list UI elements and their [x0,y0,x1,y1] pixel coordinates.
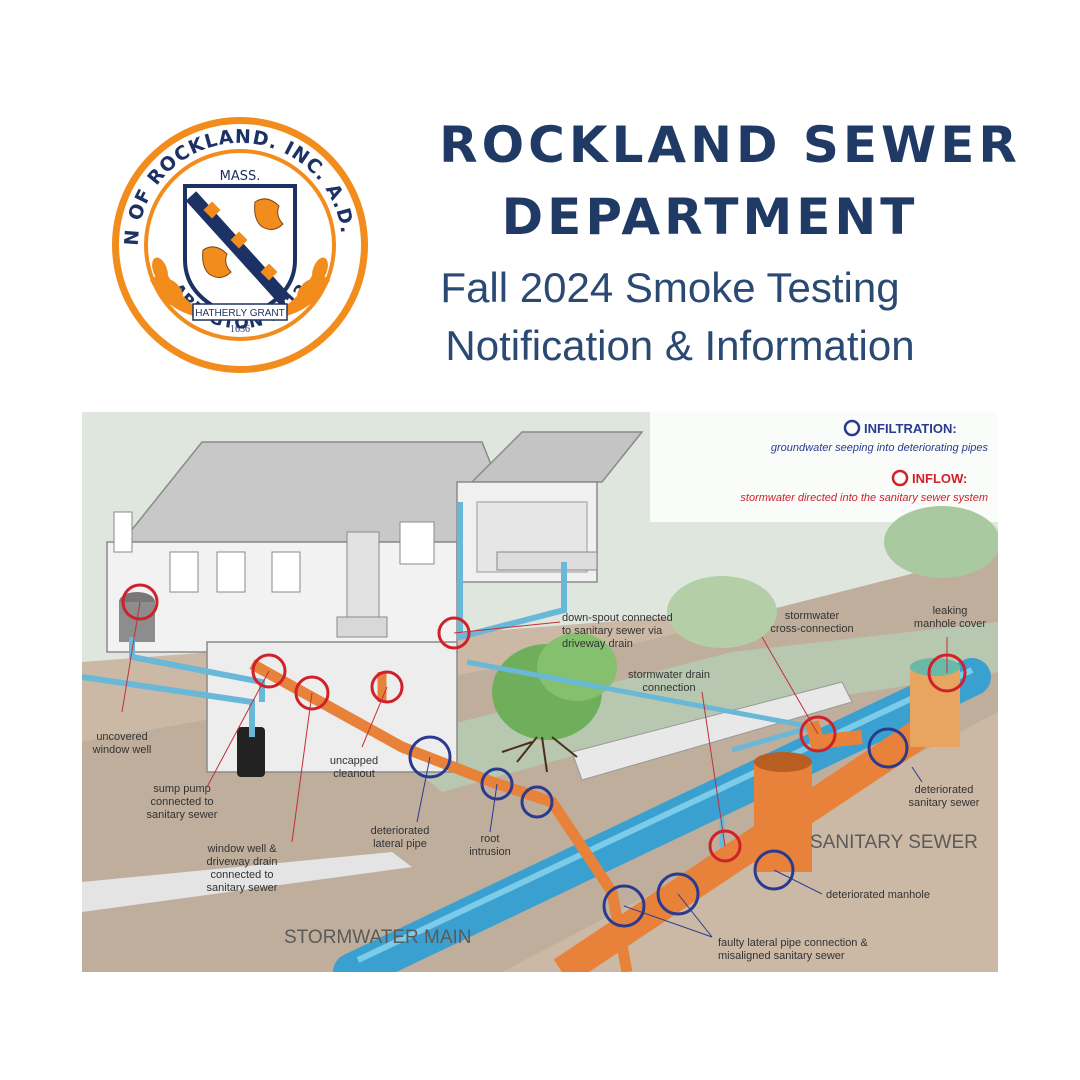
label-root-1: root [481,833,500,845]
label-cleanout-1: uncapped [330,755,378,767]
label-sump-1: sump pump [153,783,210,795]
sidewalk [571,681,853,781]
page-title-line2: DEPARTMENT [501,188,919,246]
page-subtitle-line1: Fall 2024 Smoke Testing [440,264,900,311]
label-crossconn-2: cross-connection [770,623,853,635]
label-wwdd-3: connected to [211,869,274,881]
page-subtitle-line2: Notification & Information [445,322,915,369]
inflow-legend-icon [891,469,909,487]
label-window-well-2: window well [92,744,152,756]
legend-infiltration-desc: groundwater seeping into deteriorating p… [771,442,989,454]
manhole-icon [754,658,960,872]
stormwater-main-pipe [333,658,991,972]
wreath-icon [150,257,330,320]
label-sump-3: sanitary sewer [147,809,218,821]
legend-inflow-desc: stormwater directed into the sanitary se… [740,492,988,504]
label-manhole-cover-2: manhole cover [914,618,986,630]
downspout-line [457,502,567,641]
label-storm-drain-1: stormwater drain [628,669,710,681]
label-det-manhole: deteriorated manhole [826,889,930,901]
sewer-diagram: INFILTRATION: groundwater seeping into d… [82,412,998,972]
legend-inflow-title: INFLOW: [912,471,967,486]
label-window-well-1: uncovered [96,731,147,743]
label-stormwater-main: STORMWATER MAIN [284,927,472,948]
label-storm-drain-2: connection [642,682,695,694]
page-title-line1: ROCKLAND SEWER [439,116,1021,174]
label-wwdd-4: sanitary sewer [207,882,278,894]
label-wwdd-2: driveway drain [207,856,278,868]
label-det-sewer-2: sanitary sewer [909,797,980,809]
label-lateral-1: deteriorated [371,825,430,837]
label-downspout-2: to sanitary sewer via [562,625,663,637]
shield-icon [183,184,297,321]
infiltration-legend-icon [843,419,861,437]
lateral-pipe [249,659,633,972]
label-cleanout-2: cleanout [333,768,375,780]
curb [82,852,412,912]
legend-infiltration-title: INFILTRATION: [864,421,957,436]
label-wwdd-1: window well & [206,843,277,855]
label-sump-2: connected to [151,796,214,808]
label-faulty-2: misaligned sanitary sewer [718,950,845,962]
infiltration-markers [408,727,909,928]
inflow-markers [121,583,967,863]
label-downspout-1: down-spout connected [562,612,673,624]
lawn [382,622,998,792]
label-sanitary-sewer: SANITARY SEWER [810,832,978,853]
legend-box [650,412,998,522]
label-downspout-3: driveway drain [562,638,633,650]
sump-pit [237,727,265,777]
label-lateral-2: lateral pipe [373,838,427,850]
label-det-sewer-1: deteriorated [915,784,974,796]
label-root-2: intrusion [469,846,511,858]
seal-banner [192,303,288,321]
label-manhole-cover-1: leaking [933,605,968,617]
town-seal: TOWN OF ROCKLAND. INC. A.D. 1874 ABINGTO… [105,110,368,373]
seal-banner-text: HATHERLY GRANT [195,308,284,319]
label-faulty-1: faulty lateral pipe connection & [718,937,868,949]
seal-mass: MASS. [220,169,261,184]
label-crossconn-1: stormwater [785,610,840,622]
seal-year: 1656 [230,324,250,335]
